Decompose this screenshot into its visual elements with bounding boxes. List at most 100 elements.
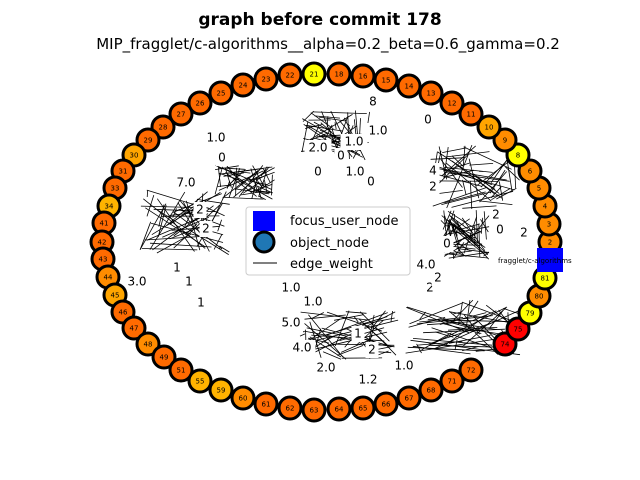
object-node-label: 65: [359, 405, 368, 413]
object-node-label: 21: [310, 71, 319, 79]
edge-weight-label-bg: [364, 174, 378, 190]
edge-line: [454, 236, 466, 247]
edge-line: [166, 191, 208, 226]
object-node: 9: [492, 127, 518, 153]
edge-line: [443, 210, 447, 232]
object-node-label: 10: [485, 124, 494, 132]
edge-line: [322, 351, 342, 360]
edge-line: [353, 316, 359, 323]
edge-line: [431, 306, 508, 345]
object-node-circle: [418, 80, 444, 106]
object-node-circle: [396, 73, 422, 99]
edge-line: [474, 332, 499, 355]
edge-weight-label-bg: [426, 179, 440, 195]
edge-line: [238, 171, 251, 174]
edge-line: [146, 217, 200, 241]
object-node-label: 6: [528, 168, 533, 176]
edge-label-layer: 1.01.02.001.0007.022424.02201113.01.01.0…: [123, 94, 531, 388]
edge-weight-label-bg: [194, 295, 208, 311]
edge-line: [219, 166, 273, 175]
edge-line: [432, 180, 499, 182]
object-node: 26: [187, 90, 213, 116]
object-node-circle: [350, 63, 376, 89]
edge-line: [224, 197, 264, 200]
edge-line: [303, 331, 388, 353]
edge-line: [461, 217, 486, 252]
edge-line: [443, 169, 515, 191]
object-node-circle: [476, 114, 502, 140]
edge-line: [450, 299, 474, 324]
object-node-label: 66: [382, 401, 391, 409]
edge-weight-label: 2: [196, 203, 204, 217]
edge-weight-label-bg: [311, 164, 325, 180]
object-node: 29: [135, 127, 161, 153]
node-layer: 2345689101112131415161821222324252627282…: [89, 61, 563, 423]
edge-weight-label: 2: [520, 226, 528, 240]
edge-line: [141, 248, 198, 251]
edge-weight-label-bg: [304, 140, 332, 156]
object-node-label: 55: [196, 378, 205, 386]
edge-weight-label-bg: [354, 372, 382, 388]
edge-weight-label-bg: [412, 257, 440, 273]
edge-weight-label-bg: [334, 148, 348, 164]
object-node-label: 47: [130, 325, 139, 333]
edge-line: [480, 219, 489, 233]
edge-line: [478, 223, 481, 258]
edge-weight-label-bg: [288, 340, 316, 356]
object-node-circle: [168, 101, 194, 127]
object-node-label: 31: [119, 168, 128, 176]
edge-line: [449, 215, 472, 232]
edge-line: [469, 163, 494, 166]
object-node-label: 11: [467, 111, 476, 119]
edge-weight-label: 1: [354, 327, 362, 341]
object-node-label: 2: [548, 239, 552, 247]
edge-weight-label: 1.0: [206, 131, 225, 145]
edge-line: [390, 310, 393, 323]
object-node: 71: [439, 368, 465, 394]
edge-line: [466, 300, 471, 326]
edge-weight-label-bg: [299, 294, 327, 310]
edge-weight-label: 0: [218, 151, 226, 165]
object-node-label: 72: [467, 367, 476, 375]
edge-line: [234, 169, 261, 191]
edge-line: [311, 334, 385, 342]
object-node-label: 64: [335, 406, 344, 414]
object-node-circle: [277, 62, 303, 88]
object-node-label: 49: [160, 354, 169, 362]
object-node: 10: [476, 114, 502, 140]
edge-line: [443, 169, 475, 178]
object-node-label: 33: [111, 185, 120, 193]
edge-line: [451, 191, 514, 208]
object-node-label: 71: [448, 378, 457, 386]
focus-user-node-square: [537, 248, 563, 272]
object-node: 13: [418, 80, 444, 106]
object-node-circle: [418, 377, 444, 403]
object-node-circle: [439, 368, 465, 394]
object-node-label: 63: [310, 407, 319, 415]
object-node-circle: [326, 396, 352, 422]
edge-line: [367, 111, 370, 125]
edge-weight-label: 0: [496, 223, 504, 237]
edge-weight-label-bg: [170, 260, 184, 276]
object-node-label: 60: [239, 395, 248, 403]
edge-weight-label: 2: [492, 208, 500, 222]
edge-weight-label-bg: [123, 274, 151, 290]
object-node: 12: [439, 90, 465, 116]
object-node-circle: [439, 90, 465, 116]
object-node: 22: [277, 62, 303, 88]
edge-line: [412, 338, 493, 346]
object-node: 63: [301, 397, 327, 423]
edge-weight-label-bg: [426, 163, 440, 179]
edge-weight-label: 1.0: [345, 165, 364, 179]
object-node-circle: [121, 315, 147, 341]
edge-line: [443, 210, 455, 241]
edge-weight-label-bg: [215, 150, 229, 166]
focus-user-node-label: fragglet/c-algorithms: [498, 257, 572, 265]
edge-weight-label-bg: [202, 130, 230, 146]
legend-object-label: object_node: [290, 236, 369, 251]
object-node: 48: [135, 331, 161, 357]
object-node-circle: [151, 344, 177, 370]
object-node-label: 80: [535, 293, 544, 301]
edge-weight-label-bg: [421, 112, 435, 128]
edge-line: [440, 220, 447, 227]
